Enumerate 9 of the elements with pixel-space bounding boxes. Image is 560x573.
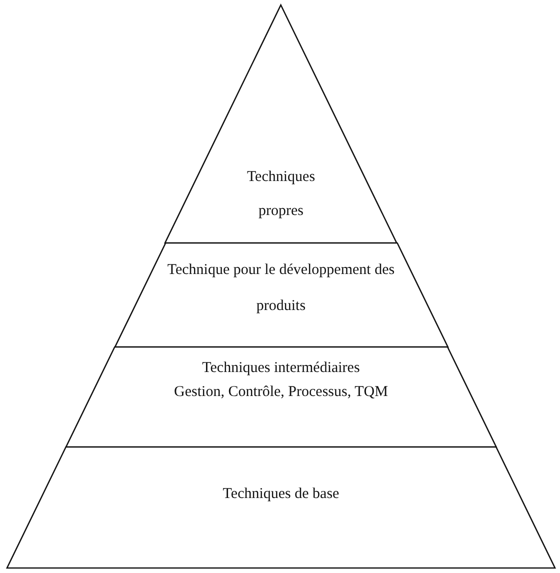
pyramid-level bbox=[114, 243, 448, 347]
level-label: Techniques intermédiaires bbox=[201, 359, 361, 378]
level-label: Technique pour le développement des produits bbox=[166, 261, 396, 316]
pyramid-level bbox=[165, 5, 397, 243]
pyramid-level bbox=[66, 347, 496, 447]
level-label: Gestion, Contrôle, Processus, TQM bbox=[173, 383, 389, 402]
level-label: Techniques de base bbox=[222, 485, 340, 504]
level-label: Techniques propres bbox=[246, 168, 316, 221]
pyramid-level bbox=[7, 447, 555, 568]
